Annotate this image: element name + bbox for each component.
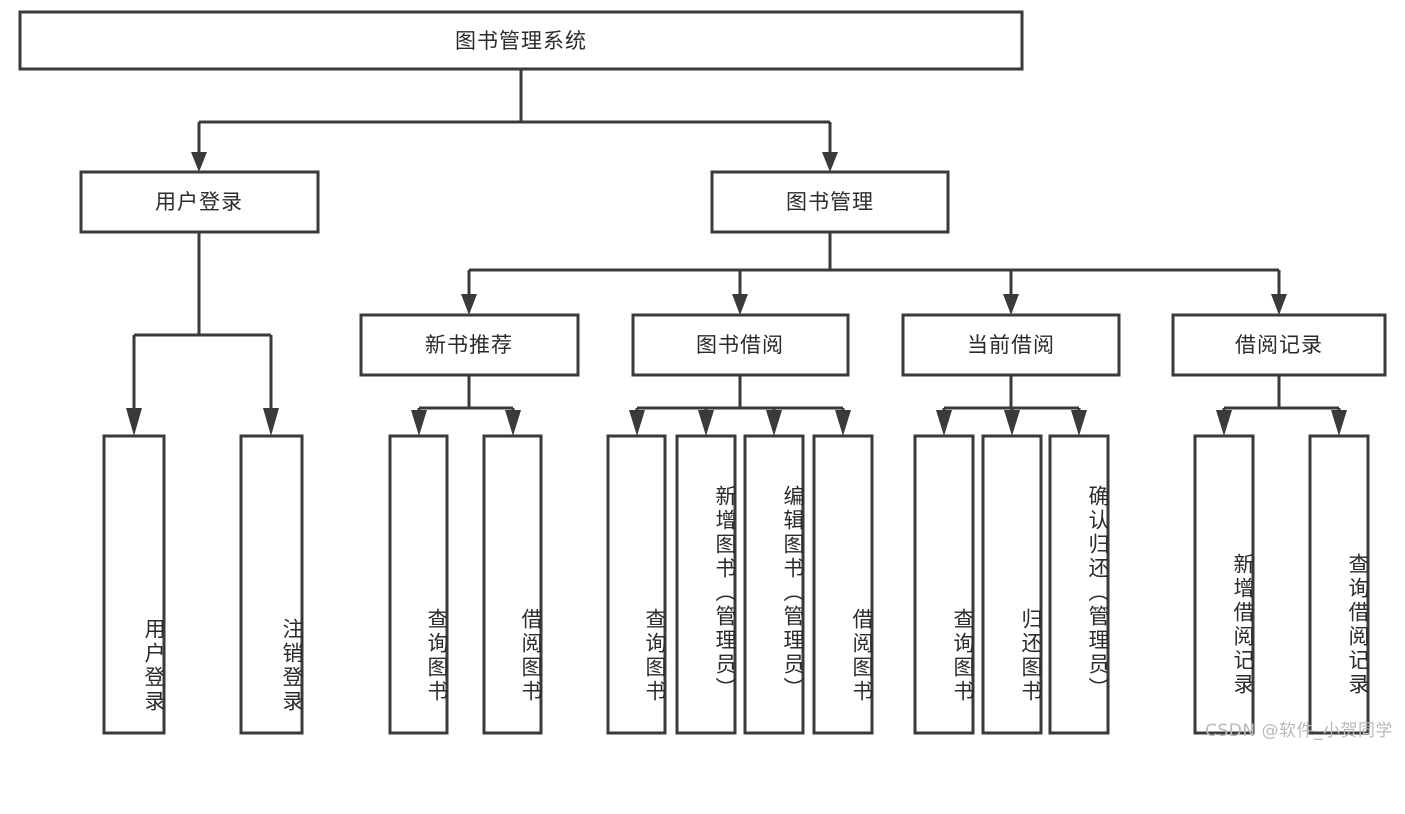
node-book-manage-box[interactable]	[710, 170, 950, 234]
arrow-br-to-leaf2	[1331, 410, 1347, 436]
leaf-query-book-1-box[interactable]	[388, 434, 449, 735]
arrow-br-to-leaf1	[1216, 410, 1232, 436]
node-book-borrow-box[interactable]	[631, 313, 850, 377]
leaf-boxes-layer	[102, 434, 1370, 735]
leaf-borrow-book-2-box[interactable]	[812, 434, 874, 735]
leaf-query-book-3-box[interactable]	[913, 434, 975, 735]
node-new-book-recommend-box[interactable]	[359, 313, 580, 377]
node-root-box[interactable]	[18, 10, 1024, 71]
node-new-book-recommend-label: 新书推荐	[425, 333, 513, 357]
arrow-cb-to-leaf1	[936, 410, 952, 436]
node-book-borrow[interactable]: 图书借阅	[631, 313, 850, 377]
node-root-label: 图书管理系统	[455, 29, 587, 53]
node-borrow-record-box[interactable]	[1171, 313, 1387, 377]
leaf-add-record-box[interactable]	[1193, 434, 1255, 735]
diagram-svg: 图书管理系统 用户登录 图书管理 新书推荐 图书借阅 当前借阅 借阅记录	[18, 10, 1387, 735]
node-book-manage-label: 图书管理	[786, 190, 874, 214]
arrow-cb-to-leaf3	[1071, 410, 1087, 436]
arrow-bb-to-leaf4	[835, 410, 851, 436]
leaf-return-book-box[interactable]	[981, 434, 1043, 735]
node-current-borrow-label: 当前借阅	[967, 333, 1055, 357]
arrow-bm-to-book-borrow	[732, 294, 748, 315]
node-book-manage[interactable]: 图书管理	[710, 170, 950, 234]
node-user-login-label: 用户登录	[155, 190, 243, 214]
node-current-borrow-box[interactable]	[901, 313, 1121, 377]
csdn-watermark: CSDN @软件_小贺同学	[1205, 721, 1393, 741]
leaf-query-record-box[interactable]	[1308, 434, 1370, 735]
arrow-nb-to-leaf2	[505, 410, 521, 436]
arrow-root-to-user-login	[191, 152, 207, 172]
arrow-cb-to-leaf2	[1004, 410, 1020, 436]
arrow-bm-to-new-book	[461, 294, 477, 315]
leaf-edit-book-box[interactable]	[743, 434, 805, 735]
node-current-borrow[interactable]: 当前借阅	[901, 313, 1121, 377]
arrow-ul-to-leaf1	[126, 408, 142, 436]
node-new-book-recommend[interactable]: 新书推荐	[359, 313, 580, 377]
node-borrow-record[interactable]: 借阅记录	[1171, 313, 1387, 377]
node-book-borrow-label: 图书借阅	[696, 333, 784, 357]
node-user-login-box[interactable]	[79, 170, 320, 234]
arrow-bb-to-leaf2	[698, 410, 714, 436]
arrow-root-to-book-manage	[822, 152, 838, 172]
node-user-login[interactable]: 用户登录	[79, 170, 320, 234]
arrow-bm-to-borrow-record	[1271, 294, 1287, 315]
arrow-ul-to-leaf2	[263, 408, 279, 436]
leaf-add-book-box[interactable]	[675, 434, 737, 735]
leaf-confirm-return-box[interactable]	[1048, 434, 1110, 735]
leaf-query-book-2-box[interactable]	[606, 434, 667, 735]
node-root[interactable]: 图书管理系统	[18, 10, 1024, 71]
leaf-user-login-box[interactable]	[102, 434, 166, 735]
arrow-bm-to-current-borrow	[1003, 294, 1019, 315]
arrow-bb-to-leaf3	[766, 410, 782, 436]
leaf-logout-box[interactable]	[239, 434, 304, 735]
arrow-bb-to-leaf1	[629, 410, 645, 436]
leaf-borrow-book-1-box[interactable]	[482, 434, 543, 735]
arrow-nb-to-leaf1	[411, 410, 427, 436]
connector-layer	[126, 69, 1347, 436]
node-borrow-record-label: 借阅记录	[1235, 333, 1323, 357]
diagram-canvas: 图书管理系统 用户登录 图书管理 新书推荐 图书借阅 当前借阅 借阅记录	[18, 10, 1393, 741]
